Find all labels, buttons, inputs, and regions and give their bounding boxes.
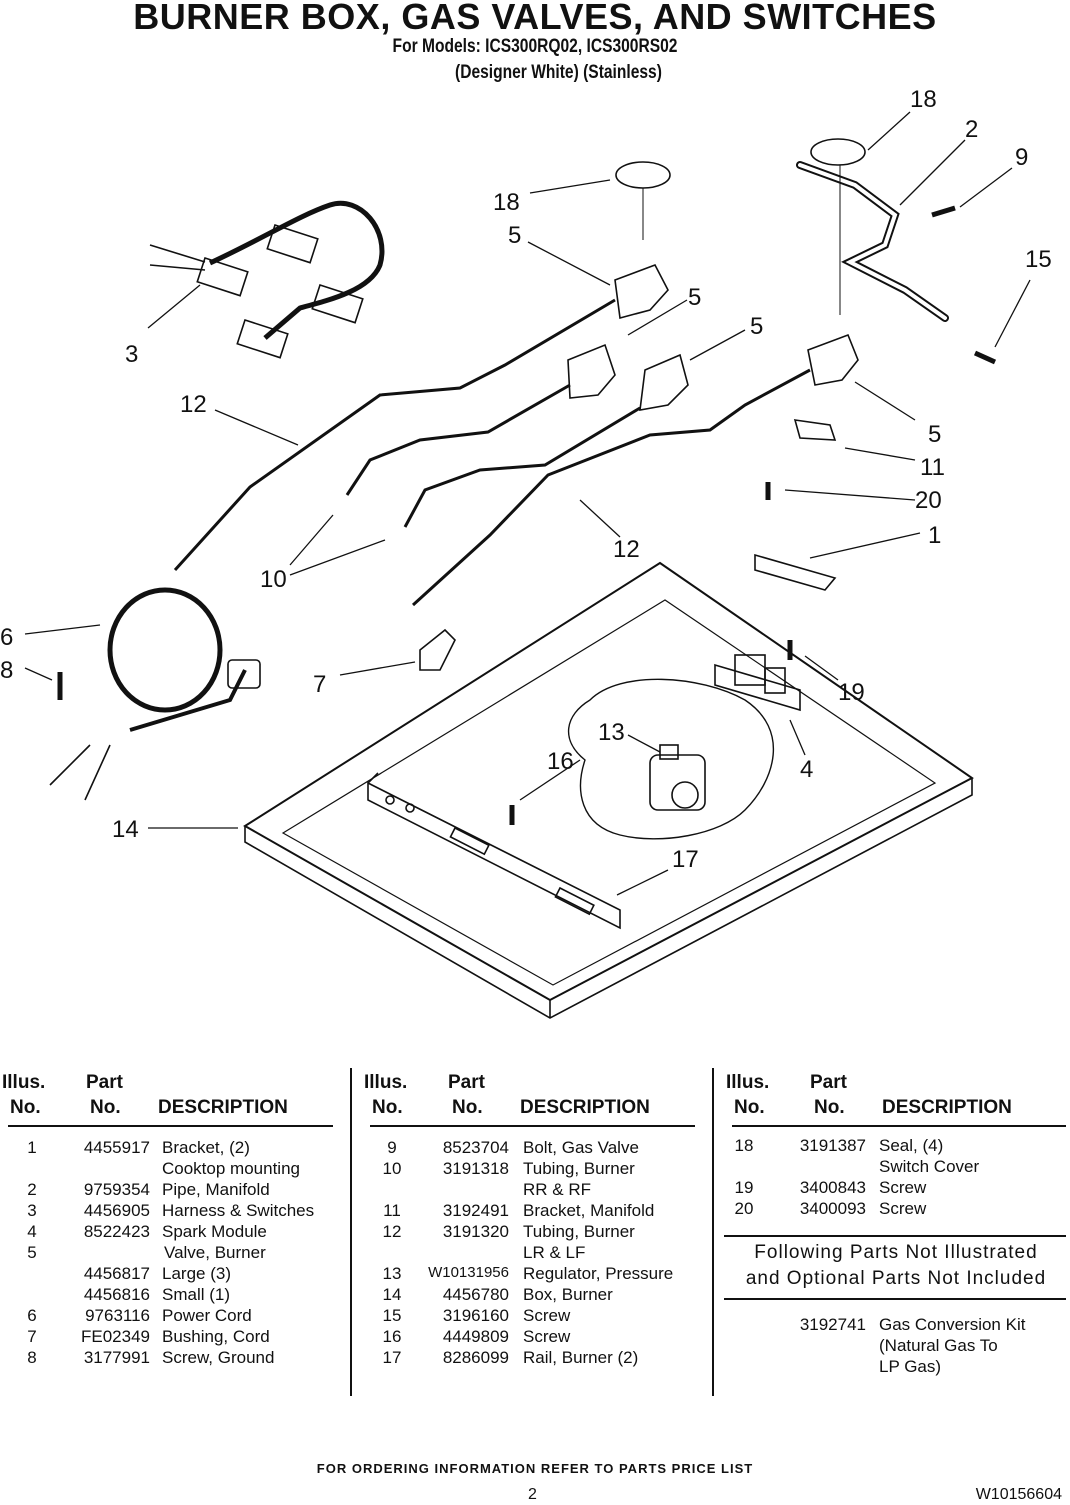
callout-label: 5: [688, 284, 701, 311]
callout-label: 11: [920, 454, 945, 481]
header-illus: Illus.: [364, 1072, 408, 1093]
parts-column-2: Illus. No. Part No. DESCRIPTION: [362, 1068, 702, 1127]
cooktop-bracket: [754, 553, 837, 591]
spark-module: [714, 654, 801, 712]
callout-label: 18: [910, 86, 937, 113]
screws: [57, 205, 997, 825]
header-rule: [8, 1125, 333, 1127]
column-divider: [712, 1068, 714, 1396]
header-part-no: No.: [814, 1097, 845, 1118]
callout-label: 5: [508, 222, 521, 249]
page-title: BURNER BOX, GAS VALVES, AND SWITCHES: [133, 0, 937, 37]
callout-label: 1: [928, 522, 941, 549]
document-number: W10156604: [975, 1486, 1062, 1503]
burner-rail: [367, 772, 621, 930]
power-cord: [49, 587, 261, 801]
callout-label: 10: [260, 566, 287, 593]
page-number: 2: [528, 1486, 537, 1503]
manifold-bracket: [793, 419, 837, 441]
callout-label: 16: [547, 748, 574, 775]
manifold-pipe: [796, 161, 949, 322]
exploded-parts-diagram: 18 2 9 18 5 15 5 5 3 12 5 11 20 1 12 10 …: [0, 86, 1052, 1019]
seal-small: [615, 161, 671, 189]
header-part: Part: [448, 1072, 485, 1093]
parts-column-1: Illus. No. Part No. DESCRIPTION: [0, 1068, 340, 1127]
header-description: DESCRIPTION: [520, 1097, 650, 1118]
header-illus-no: No.: [734, 1097, 765, 1118]
header-illus: Illus.: [726, 1072, 770, 1093]
callout-label: 15: [1025, 246, 1052, 273]
callout-label: 6: [0, 624, 13, 651]
cord-bushing: [419, 628, 456, 671]
callout-label: 17: [672, 846, 699, 873]
header-part: Part: [86, 1072, 123, 1093]
model-numbers: For Models: ICS300RQ02, ICS300RS02: [392, 36, 678, 57]
callout-label: 18: [493, 189, 520, 216]
callout-label: 8: [0, 657, 13, 684]
finish-note: (Designer White) (Stainless): [455, 62, 662, 83]
header-part-no: No.: [90, 1097, 121, 1118]
not-illustrated-heading: Following Parts Not Illustrated: [754, 1242, 1038, 1263]
callout-label: 4: [800, 756, 813, 783]
seal-large: [810, 138, 866, 166]
burner-valve: [567, 264, 859, 411]
pressure-regulator: [649, 744, 706, 811]
callout-label: 12: [180, 391, 207, 418]
callout-label: 14: [112, 816, 139, 843]
harness-switches: [149, 200, 385, 359]
burner-tubing: [173, 298, 811, 607]
ordering-notice: FOR ORDERING INFORMATION REFER TO PARTS …: [316, 1461, 754, 1476]
callout-label: 9: [1015, 144, 1028, 171]
header-part: Part: [810, 1072, 847, 1093]
burner-box: [243, 561, 974, 1019]
callout-label: 3: [125, 341, 138, 368]
callout-label: 12: [613, 536, 640, 563]
header-illus-no: No.: [372, 1097, 403, 1118]
column-divider: [350, 1068, 352, 1396]
regulator-cutaway: [568, 678, 775, 840]
callout-label: 13: [598, 719, 625, 746]
header-illus-no: No.: [10, 1097, 41, 1118]
parts-column-3: Illus. No. Part No. DESCRIPTION: [724, 1068, 1068, 1127]
header-part-no: No.: [452, 1097, 483, 1118]
not-illustrated-heading: and Optional Parts Not Included: [745, 1268, 1047, 1289]
callout-label: 5: [928, 421, 941, 448]
header-rule: [370, 1125, 695, 1127]
callout-label: 20: [915, 487, 942, 514]
section-rule: [724, 1235, 1066, 1237]
callout-label: 2: [965, 116, 978, 143]
callout-label: 5: [750, 313, 763, 340]
header-description: DESCRIPTION: [158, 1097, 288, 1118]
callout-label: 19: [838, 679, 865, 706]
header-rule: [732, 1125, 1066, 1127]
callout-label: 7: [313, 671, 326, 698]
header-illus: Illus.: [2, 1072, 46, 1093]
header-description: DESCRIPTION: [882, 1097, 1012, 1118]
section-rule: [724, 1298, 1066, 1300]
